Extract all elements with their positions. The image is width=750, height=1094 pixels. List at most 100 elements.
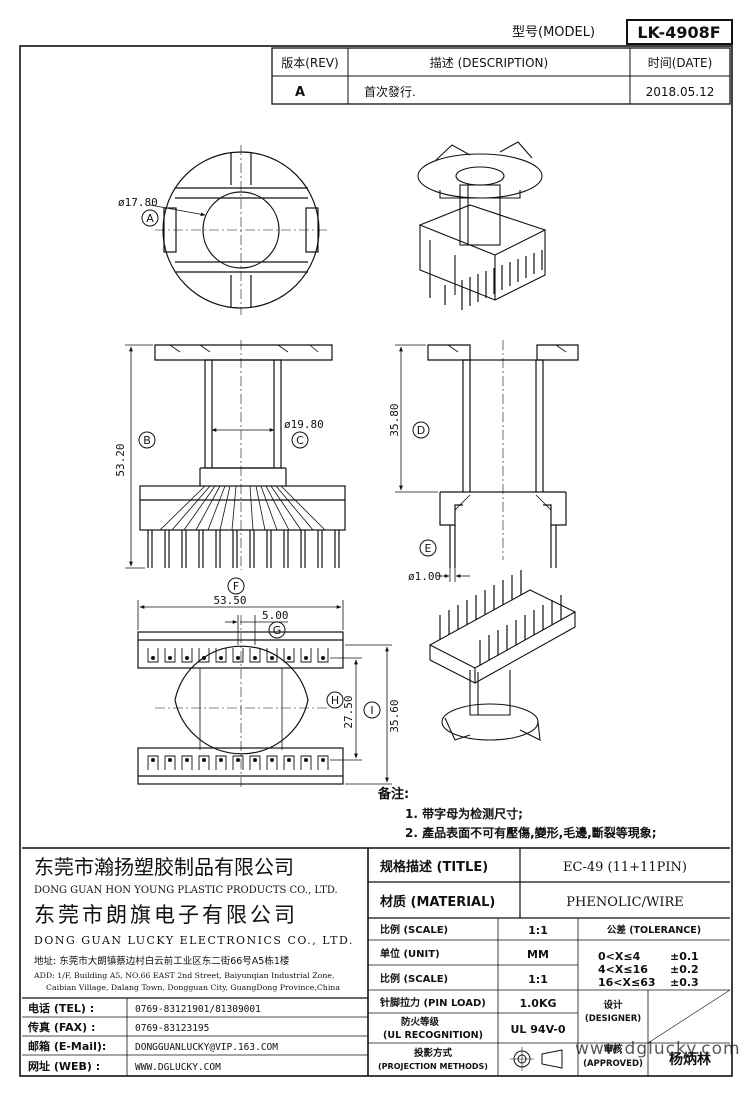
spec-table: 规格描述 (TITLE) EC-49 (11+11PIN) 材质 (MATERI… <box>378 859 711 1071</box>
marker-d-circle <box>412 421 430 439</box>
dim-d2: 53.20 <box>114 443 127 476</box>
web-value: WWW.DGLUCKY.COM <box>135 1062 221 1073</box>
fax-label: 传真 (FAX) : <box>27 1020 95 1034</box>
notes: 备注: 1. 带字母为检测尺寸; 2. 產品表面不可有壓傷,變形,毛邊,斷裂等現… <box>377 786 657 840</box>
model-box <box>626 19 733 45</box>
scale-value: 1:1 <box>528 924 548 937</box>
tel-value: 0769-83121901/81309001 <box>135 1004 261 1015</box>
proj-label-1: 投影方式 <box>414 1047 453 1059</box>
marker-g: G <box>273 624 282 637</box>
front-view-pins <box>147 530 340 568</box>
isometric-pins-2 <box>439 570 562 665</box>
note-1: 1. 带字母为检测尺寸; <box>405 806 523 821</box>
rev-header: 版本(REV) <box>281 56 339 70</box>
tol3-value: ±0.3 <box>670 976 699 989</box>
address-cn: 地址: 东莞市大朗镇蔡边村白云前工业区东二街66号A5栋1楼 <box>34 955 290 967</box>
fax-value: 0769-83123195 <box>135 1023 209 1034</box>
ul-label-2: (UL RECOGNITION) <box>383 1030 483 1041</box>
dim-line-d2 <box>125 344 153 569</box>
unit-value: MM <box>527 948 549 961</box>
marker-b: B <box>143 434 151 447</box>
designer-label-2: (DESIGNER) <box>585 1014 641 1024</box>
side-view-pins <box>449 525 557 568</box>
marker-c: C <box>296 434 304 447</box>
outer-frame <box>19 45 733 1077</box>
pinload-label: 针脚拉力 (PIN LOAD) <box>380 996 486 1009</box>
model-block: 型号(MODEL) LK-4908F <box>512 19 733 45</box>
email-value: DONGGUANLUCKY@VIP.163.COM <box>135 1042 278 1053</box>
marker-h-circle <box>326 691 344 709</box>
model-label: 型号(MODEL) <box>512 25 595 40</box>
contacts: 电话 (TEL) : 0769-83121901/81309001 传真 (FA… <box>27 1001 278 1073</box>
scale-label: 比例 (SCALE) <box>380 923 448 936</box>
designer-label-1: 设计 <box>603 999 623 1011</box>
tol1-value: ±0.1 <box>670 950 699 963</box>
isometric-view-bottom <box>428 589 577 741</box>
unit-label: 单位 (UNIT) <box>380 947 440 960</box>
marker-c-circle <box>291 431 309 449</box>
marker-i: I <box>370 704 373 717</box>
ul-label-1: 防火等级 <box>401 1016 440 1028</box>
web-label: 网址 (WEB) : <box>28 1059 100 1073</box>
dim-line-d5 <box>438 568 470 582</box>
marker-g-circle <box>268 621 286 639</box>
dim-d4: 35.80 <box>388 403 401 436</box>
pinload-value: 1.0KG <box>519 997 556 1010</box>
top-view <box>149 145 328 315</box>
front-view-wires <box>159 485 326 531</box>
approved-label-1: 审核 <box>603 1043 623 1055</box>
marker-a-circle <box>141 209 159 227</box>
marker-f-circle <box>227 577 245 595</box>
company-info: 东莞市瀚扬塑胶制品有限公司 DONG GUAN HON YOUNG PLASTI… <box>33 855 354 992</box>
bottom-view <box>137 615 344 790</box>
company2-name-en: DONG GUAN LUCKY ELECTRONICS CO., LTD. <box>34 934 354 947</box>
tol1-range: 0<X≤4 <box>598 950 641 963</box>
material-value: PHENOLIC/WIRE <box>566 895 683 910</box>
watermark: www.dglucky.com <box>575 1039 741 1059</box>
dim-line-d9 <box>345 644 392 785</box>
notes-title: 备注: <box>377 786 409 802</box>
approved-label-2: (APPROVED) <box>583 1059 643 1069</box>
proj-label-2: (PROJECTION METHODS) <box>378 1062 488 1071</box>
dim-line-d4 <box>395 344 438 493</box>
dim-line-d7 <box>225 615 288 645</box>
revision-table: 版本(REV) 描述 (DESCRIPTION) 时间(DATE) A 首次發行… <box>271 47 731 105</box>
dim-d8: 27.50 <box>342 695 355 728</box>
marker-i-circle <box>363 701 381 719</box>
marker-b-circle <box>138 431 156 449</box>
marker-e-circle <box>419 539 437 557</box>
ul-value: UL 94V-0 <box>510 1023 565 1036</box>
isometric-view-top <box>417 141 547 301</box>
projection-symbol-icon <box>510 1047 563 1071</box>
dim-d5: ø1.00 <box>408 570 441 583</box>
side-view <box>427 340 579 560</box>
tol2-value: ±0.2 <box>670 963 699 976</box>
dim-d1: ø17.80 <box>118 196 158 209</box>
dim-d7: 5.00 <box>262 609 289 622</box>
front-view <box>139 340 346 570</box>
isometric-pins-1 <box>429 250 543 310</box>
marker-h: H <box>331 694 339 707</box>
company1-name-en: DONG GUAN HON YOUNG PLASTIC PRODUCTS CO.… <box>34 885 338 896</box>
dim-d3: ø19.80 <box>284 418 324 431</box>
marker-d: D <box>417 424 425 437</box>
marker-f: F <box>233 580 239 593</box>
model-value: LK-4908F <box>637 23 720 42</box>
dim-d6: 53.50 <box>213 594 246 607</box>
bottom-view-pin-slots <box>147 648 329 770</box>
scale2-value: 1:1 <box>528 973 548 986</box>
desc-header: 描述 (DESCRIPTION) <box>430 56 548 70</box>
company2-name-cn: 东莞市朗旗电子有限公司 <box>34 903 298 927</box>
dim-d9: 35.60 <box>388 699 401 732</box>
title-value: EC-49 (11+11PIN) <box>563 860 687 875</box>
tel-label: 电话 (TEL) : <box>28 1001 94 1015</box>
date-value: 2018.05.12 <box>646 85 715 99</box>
title-label: 规格描述 (TITLE) <box>380 859 488 875</box>
dim-line-d8 <box>330 657 362 761</box>
title-block-lines <box>22 847 731 1076</box>
marker-a: A <box>146 212 154 225</box>
tol3-range: 16<X≤63 <box>598 976 656 989</box>
date-header: 时间(DATE) <box>648 56 713 70</box>
